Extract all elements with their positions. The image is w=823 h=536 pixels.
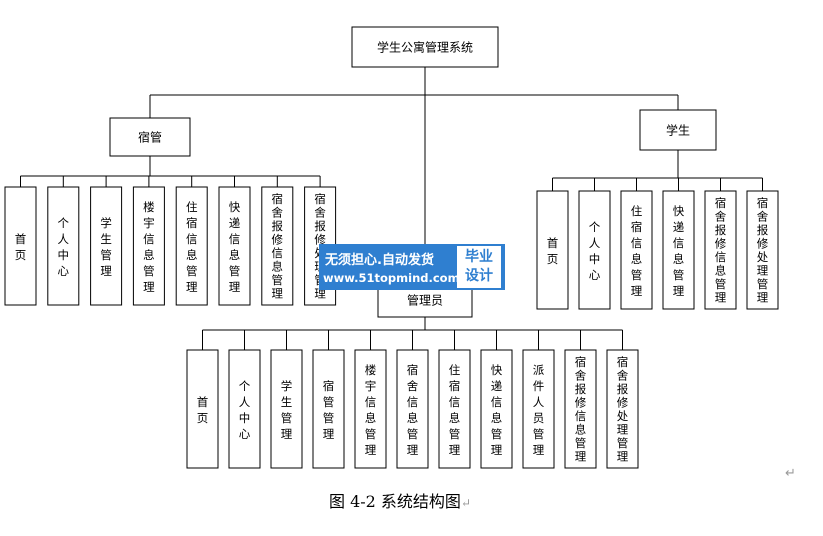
dorm-manager-module-6-frame bbox=[261, 186, 294, 306]
student-node-frame bbox=[639, 109, 717, 151]
administrator-module-0-label: 首页 bbox=[197, 395, 209, 425]
administrator-module-8: 派件人员管理 bbox=[522, 349, 555, 469]
dorm-manager-module-1-label: 个人中心 bbox=[58, 216, 70, 278]
dorm-manager-node-frame bbox=[109, 117, 191, 157]
dorm-manager-module-6-label: 宿舍报修信息管理 bbox=[272, 192, 284, 300]
root-node-label: 学生公寓管理系统 bbox=[377, 40, 473, 55]
student-module-1: 个人中心 bbox=[578, 190, 611, 310]
dorm-manager-module-1: 个人中心 bbox=[47, 186, 80, 306]
administrator-module-5-frame bbox=[396, 349, 429, 469]
administrator-module-4-frame bbox=[354, 349, 387, 469]
connectors bbox=[20, 67, 763, 350]
administrator-module-10-label: 宿舍报修处理管理 bbox=[617, 355, 629, 464]
administrator-module-5: 宿舍信息管理 bbox=[396, 349, 429, 469]
student-module-0-label: 首页 bbox=[547, 236, 559, 266]
student-module-4: 宿舍报修信息管理 bbox=[704, 190, 737, 310]
dorm-manager-node: 宿管 bbox=[109, 117, 191, 157]
root-node: 学生公寓管理系统 bbox=[351, 26, 499, 68]
administrator-module-6: 住宿信息管理 bbox=[438, 349, 471, 469]
dorm-manager-module-4-label: 住宿信息管理 bbox=[186, 200, 198, 294]
figure-caption: 图 4-2 系统结构图↵ bbox=[0, 488, 800, 512]
administrator-module-7-frame bbox=[480, 349, 513, 469]
return-mark: ↵ bbox=[460, 496, 471, 510]
administrator-module-8-frame bbox=[522, 349, 555, 469]
dorm-manager-module-3-frame bbox=[132, 186, 165, 306]
administrator-module-3: 宿管管理 bbox=[312, 349, 345, 469]
administrator-module-2-label: 学生管理 bbox=[281, 379, 293, 441]
administrator-module-4: 楼宇信息管理 bbox=[354, 349, 387, 469]
administrator-module-1: 个人中心 bbox=[228, 349, 261, 469]
dorm-manager-module-5-frame bbox=[218, 186, 251, 306]
student-module-5: 宿舍报修处理管理 bbox=[746, 190, 779, 310]
dorm-manager-module-5-label: 快递信息管理 bbox=[229, 200, 241, 294]
dorm-manager-module-2: 学生管理 bbox=[90, 186, 123, 306]
dorm-manager-module-3: 楼宇信息管理 bbox=[132, 186, 165, 306]
administrator-module-1-label: 个人中心 bbox=[239, 379, 251, 441]
student-node-label: 学生 bbox=[666, 123, 690, 138]
watermark-badge: 毕业 设计 bbox=[457, 246, 501, 288]
dorm-manager-module-0-label: 首页 bbox=[15, 232, 27, 262]
administrator-module-7: 快递信息管理 bbox=[480, 349, 513, 469]
dorm-manager-module-1-frame bbox=[47, 186, 80, 306]
administrator-module-6-label: 住宿信息管理 bbox=[449, 363, 461, 457]
root-node-frame bbox=[351, 26, 499, 68]
administrator-module-3-frame bbox=[312, 349, 345, 469]
student-module-3-label: 快递信息管理 bbox=[673, 204, 685, 298]
administrator-module-1-frame bbox=[228, 349, 261, 469]
student-module-2-label: 住宿信息管理 bbox=[631, 204, 643, 298]
student-module-1-frame bbox=[578, 190, 611, 310]
student-module-1-label: 个人中心 bbox=[589, 220, 601, 282]
administrator-module-10: 宿舍报修处理管理 bbox=[606, 349, 639, 469]
student-module-0: 首页 bbox=[536, 190, 569, 310]
watermark-url: www.51topmind.com bbox=[323, 271, 460, 285]
student-module-5-frame bbox=[746, 190, 779, 310]
student-module-4-label: 宿舍报修信息管理 bbox=[715, 196, 727, 304]
administrator-module-6-frame bbox=[438, 349, 471, 469]
administrator-module-4-label: 楼宇信息管理 bbox=[365, 363, 377, 457]
nodes: 学生公寓管理系统首页个人中心学生管理楼宇信息管理住宿信息管理快递信息管理宿舍报修… bbox=[4, 26, 779, 469]
administrator-module-7-label: 快递信息管理 bbox=[491, 363, 503, 457]
student-module-2: 住宿信息管理 bbox=[620, 190, 653, 310]
administrator-module-10-frame bbox=[606, 349, 639, 469]
dorm-manager-module-4: 住宿信息管理 bbox=[175, 186, 208, 306]
dorm-manager-module-2-frame bbox=[90, 186, 123, 306]
dorm-manager-module-0: 首页 bbox=[4, 186, 37, 306]
watermark-badge-top: 毕业 bbox=[465, 249, 493, 265]
administrator-module-8-label: 派件人员管理 bbox=[533, 363, 545, 457]
administrator-module-9-frame bbox=[564, 349, 597, 469]
dorm-manager-module-3-label: 楼宇信息管理 bbox=[143, 200, 155, 294]
dorm-manager-module-2-label: 学生管理 bbox=[100, 216, 112, 278]
administrator-module-0-frame bbox=[186, 349, 219, 469]
administrator-module-9: 宿舍报修信息管理 bbox=[564, 349, 597, 469]
dorm-manager-node-label: 宿管 bbox=[138, 130, 162, 145]
administrator-module-5-label: 宿舍信息管理 bbox=[407, 363, 419, 457]
administrator-module-3-label: 宿管管理 bbox=[323, 379, 335, 441]
administrator-module-9-label: 宿舍报修信息管理 bbox=[575, 355, 587, 464]
figure-caption-text: 图 4-2 系统结构图 bbox=[328, 492, 461, 511]
student-module-0-frame bbox=[536, 190, 569, 310]
dorm-manager-module-5: 快递信息管理 bbox=[218, 186, 251, 306]
watermark-badge-bottom: 设计 bbox=[465, 268, 493, 284]
student-module-5-label: 宿舍报修处理管理 bbox=[757, 196, 769, 304]
watermark-slogan: 无须担心.自动发货 bbox=[325, 253, 434, 268]
administrator-module-0: 首页 bbox=[186, 349, 219, 469]
administrator-module-2: 学生管理 bbox=[270, 349, 303, 469]
administrator-node-label: 管理员 bbox=[407, 293, 443, 308]
paragraph-mark: ↵ bbox=[785, 466, 796, 481]
administrator-module-2-frame bbox=[270, 349, 303, 469]
dorm-manager-module-0-frame bbox=[4, 186, 37, 306]
student-module-2-frame bbox=[620, 190, 653, 310]
student-module-4-frame bbox=[704, 190, 737, 310]
student-module-3: 快递信息管理 bbox=[662, 190, 695, 310]
student-node: 学生 bbox=[639, 109, 717, 151]
dorm-manager-module-7-label: 宿舍报修处理管理 bbox=[314, 192, 326, 300]
student-module-3-frame bbox=[662, 190, 695, 310]
watermark-banner: 无须担心.自动发货 www.51topmind.com 毕业 设计 bbox=[319, 244, 505, 290]
dorm-manager-module-4-frame bbox=[175, 186, 208, 306]
dorm-manager-module-6: 宿舍报修信息管理 bbox=[261, 186, 294, 306]
